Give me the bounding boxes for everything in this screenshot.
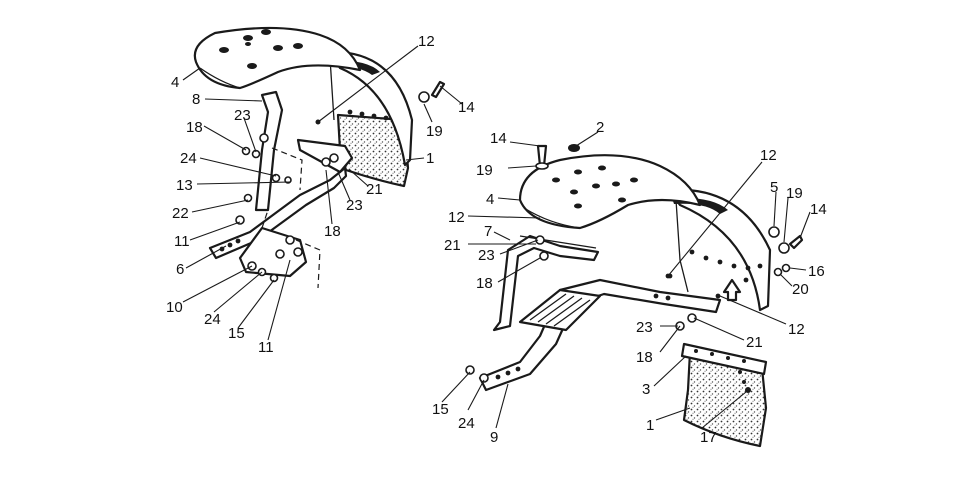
callout-23: 23: [234, 107, 251, 124]
right-leader-lines: [441, 131, 811, 429]
left-leader-lines: [182, 45, 463, 341]
left-fender-top-holes: [219, 29, 303, 69]
callout-19: 19: [476, 162, 493, 179]
right-fender-top-holes: [552, 165, 638, 209]
callout-11-lower: 11: [258, 339, 274, 356]
callout-8: 8: [192, 91, 200, 108]
callout-18: 18: [186, 119, 203, 136]
right-fasteners: [465, 144, 804, 383]
left-support-bracket: [254, 90, 284, 212]
callout-14-side: 14: [810, 201, 827, 218]
callout-12: 12: [418, 33, 435, 50]
right-rail-holes: [495, 293, 671, 380]
callout-23: 23: [478, 247, 495, 264]
callout-1: 1: [646, 417, 654, 434]
callout-18-lower: 18: [324, 223, 341, 240]
callout-4: 4: [171, 74, 179, 91]
left-fender-top-edge: [199, 67, 241, 89]
left-arm-holes: [219, 238, 241, 252]
callout-20: 20: [792, 281, 809, 298]
right-fender-inner-edge: [675, 199, 689, 293]
right-footstep: [518, 288, 602, 332]
callout-12-upper: 12: [760, 147, 777, 164]
right-fender-assembly: 14 2 19 4 12 7 21 23 18 12 5 19 14 16 20…: [432, 119, 827, 448]
callout-24-lower: 24: [204, 311, 221, 328]
right-fender-top-edge: [523, 207, 581, 229]
callout-11: 11: [174, 233, 190, 250]
callout-12-lower: 12: [788, 321, 805, 338]
right-mudflap: [682, 350, 768, 448]
left-washer: [418, 91, 430, 103]
right-support-tube: [492, 234, 600, 332]
left-clamp-plate: [296, 138, 354, 174]
callout-9: 9: [490, 429, 498, 446]
right-direction-arrow: [722, 278, 742, 302]
callout-4: 4: [486, 191, 494, 208]
callout-6: 6: [176, 261, 184, 278]
left-fender-top: [193, 26, 362, 90]
callout-18-lower: 18: [636, 349, 653, 366]
right-callouts: 14 2 19 4 12 7 21 23 18 12 5 19 14 16 20…: [432, 119, 827, 446]
left-callouts: 4 8 18 23 24 13 22 11 6 10 24 15 11 12 1…: [166, 33, 475, 356]
callout-3: 3: [642, 381, 650, 398]
right-mudflap-plate: [680, 342, 768, 376]
callout-21: 21: [444, 237, 461, 254]
right-footstep-ribs: [529, 293, 591, 327]
left-bolt: [430, 80, 446, 99]
left-plate-bolts: [235, 146, 303, 283]
callout-5: 5: [770, 179, 778, 196]
right-mudflap-holes: [694, 349, 751, 393]
callout-21: 21: [366, 181, 383, 198]
callout-10: 10: [166, 299, 183, 316]
callout-7: 7: [484, 223, 492, 240]
left-fender-assembly: 4 8 18 23 24 13 22 11 6 10 24 15 11 12 1…: [166, 26, 475, 356]
callout-23-lower: 23: [346, 197, 363, 214]
callout-14: 14: [458, 99, 475, 116]
callout-19-side: 19: [786, 185, 803, 202]
callout-21-lower: 21: [746, 334, 763, 351]
left-dashed-guide: [261, 147, 321, 289]
callout-18: 18: [476, 275, 493, 292]
callout-16: 16: [808, 263, 825, 280]
callout-1: 1: [426, 150, 434, 167]
callout-14: 14: [490, 130, 507, 147]
left-fender-side: [328, 50, 414, 167]
callout-15: 15: [228, 325, 245, 342]
callout-15: 15: [432, 401, 449, 418]
callout-12: 12: [448, 209, 465, 226]
left-bracket-bolt: [259, 133, 269, 143]
callout-2: 2: [596, 119, 604, 136]
left-support-arm: [208, 166, 348, 260]
callout-13: 13: [176, 177, 193, 194]
callout-17: 17: [700, 429, 717, 446]
callout-22: 22: [172, 205, 189, 222]
callout-23-lower: 23: [636, 319, 653, 336]
callout-24: 24: [458, 415, 475, 432]
callout-24: 24: [180, 150, 197, 167]
callout-19: 19: [426, 123, 443, 140]
